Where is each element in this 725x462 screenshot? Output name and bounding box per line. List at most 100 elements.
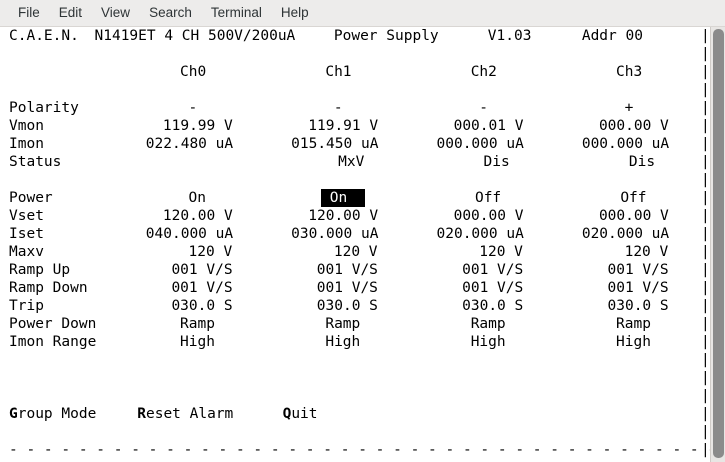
cell-status-ch1: MxV <box>338 154 365 170</box>
cell-iset-ch0[interactable]: 040.000 uA <box>145 226 234 242</box>
cell-power-ch3[interactable]: Off <box>620 190 647 206</box>
menu-bar: File Edit View Search Terminal Help <box>0 0 725 27</box>
cell-imon-range-ch3[interactable]: High <box>616 334 651 350</box>
cell-vmon-ch3[interactable]: 000.00 V <box>598 118 669 134</box>
cell-imon-ch3[interactable]: 000.000 uA <box>581 136 670 152</box>
terminal-right-border: | <box>701 82 710 98</box>
cell-ramp-up-ch0[interactable]: 001 V/S <box>171 262 233 278</box>
menu-view[interactable]: View <box>101 4 131 20</box>
cell-imon-ch0[interactable]: 022.480 uA <box>145 136 234 152</box>
cell-ramp-up-ch3[interactable]: 001 V/S <box>607 262 669 278</box>
monitor-row-polarity: Polarity---+ <box>0 99 710 117</box>
cell-maxv-ch2[interactable]: 120 V <box>479 244 523 260</box>
setting-row-ramp-up: Ramp Up 001 V/S 001 V/S 001 V/S 001 V/S <box>0 261 710 279</box>
cell-imon-range-ch2[interactable]: High <box>470 334 506 350</box>
cell-iset-ch1[interactable]: 030.000 uA <box>291 226 379 242</box>
cell-ramp-up-ch1[interactable]: 001 V/S <box>316 262 378 278</box>
cell-power-ch1[interactable]: On <box>321 189 365 207</box>
menu-file[interactable]: File <box>18 4 40 20</box>
cell-polarity-ch0[interactable]: - <box>188 100 198 116</box>
cell-power-ch1-value: On <box>329 190 348 206</box>
command-reset-alarm[interactable]: Reset Alarm <box>137 405 233 423</box>
terminal-right-border: | <box>701 64 710 80</box>
terminal-right-border: | <box>701 190 710 206</box>
cell-imon-ch1[interactable]: 015.450 uA <box>291 136 379 152</box>
cell-trip-ch3[interactable]: 030.0 S <box>607 298 669 314</box>
cell-power-ch2[interactable]: Off <box>474 190 502 206</box>
setting-row-power-down: Power Down Ramp Ramp Ramp Ramp <box>0 315 710 333</box>
terminal-right-border: | <box>701 118 710 134</box>
terminal-right-border: | <box>701 28 710 44</box>
command-quit[interactable]: Quit <box>283 405 318 423</box>
cell-power-down-ch0[interactable]: Ramp <box>180 316 215 332</box>
menu-terminal[interactable]: Terminal <box>210 4 262 20</box>
row-label-iset: Iset <box>9 226 44 242</box>
terminal-right-border: | <box>701 334 710 350</box>
separator-line: - - - - - - - - - - - - - - - - - - - - … <box>0 441 710 459</box>
cell-maxv-ch0[interactable]: 120 V <box>188 244 233 260</box>
command-bar: Group Mode Reset Alarm Quit <box>0 405 710 423</box>
channel-header-ch2: Ch2 <box>470 64 497 80</box>
terminal-right-border: | <box>701 244 710 260</box>
cell-ramp-down-ch2[interactable]: 001 V/S <box>462 280 524 296</box>
cell-trip-ch1[interactable]: 030.0 S <box>316 298 378 314</box>
cell-trip-ch2[interactable]: 030.0 S <box>462 298 524 314</box>
terminal-right-border: | <box>701 154 710 170</box>
cell-power-down-ch1[interactable]: Ramp <box>325 316 361 332</box>
header-device: Power Supply <box>333 28 439 44</box>
cell-vmon-ch2[interactable]: 000.01 V <box>453 118 524 134</box>
cell-imon-ch2[interactable]: 000.000 uA <box>436 136 524 152</box>
row-label-ramp-down: Ramp Down <box>9 280 88 296</box>
cell-trip-ch0[interactable]: 030.0 S <box>171 298 233 314</box>
cell-ramp-up-ch2[interactable]: 001 V/S <box>462 262 524 278</box>
cell-vset-ch1[interactable]: 120.00 V <box>308 208 379 224</box>
menu-search[interactable]: Search <box>149 4 192 20</box>
row-label-status: Status <box>9 154 62 170</box>
cell-iset-ch3[interactable]: 020.000 uA <box>581 226 670 242</box>
cell-vmon-ch1[interactable]: 119.91 V <box>308 118 379 134</box>
row-label-ramp-up: Ramp Up <box>9 262 71 278</box>
cell-ramp-down-ch1[interactable]: 001 V/S <box>316 280 378 296</box>
menu-help[interactable]: Help <box>280 4 309 20</box>
cell-power-down-ch3[interactable]: Ramp <box>616 316 651 332</box>
vertical-scrollbar[interactable] <box>710 27 725 462</box>
cell-ramp-down-ch3[interactable]: 001 V/S <box>607 280 669 296</box>
terminal-right-border: | <box>701 100 710 116</box>
command-group-mode[interactable]: Group Mode <box>9 405 96 423</box>
cell-vmon-ch0[interactable]: 119.99 V <box>162 118 233 134</box>
cell-polarity-ch1[interactable]: - <box>333 100 343 116</box>
command-reset-alarm-hotkey: R <box>137 406 146 422</box>
cell-vset-ch0[interactable]: 120.00 V <box>162 208 233 224</box>
setting-row-ramp-down: Ramp Down 001 V/S 001 V/S 001 V/S 001 V/S <box>0 279 710 297</box>
channel-header-ch3: Ch3 <box>616 64 643 80</box>
cell-ramp-down-ch0[interactable]: 001 V/S <box>171 280 233 296</box>
row-label-power-down: Power Down <box>9 316 97 332</box>
channel-header-ch0: Ch0 <box>180 64 207 80</box>
cell-vset-ch3[interactable]: 000.00 V <box>598 208 669 224</box>
cell-power-down-ch2[interactable]: Ramp <box>470 316 506 332</box>
menu-edit[interactable]: Edit <box>58 4 83 20</box>
terminal-right-border: | <box>701 442 710 458</box>
cell-maxv-ch1[interactable]: 120 V <box>333 244 378 260</box>
cell-polarity-ch2[interactable]: - <box>479 100 488 116</box>
cell-imon-range-ch0[interactable]: High <box>180 334 215 350</box>
cell-vset-ch2[interactable]: 000.00 V <box>453 208 524 224</box>
cell-power-ch0[interactable]: On <box>188 190 207 206</box>
scrollbar-thumb[interactable] <box>713 29 724 458</box>
cell-imon-range-ch1[interactable]: High <box>325 334 361 350</box>
header-version: V1.03 <box>487 28 532 44</box>
terminal-right-border: | <box>701 262 710 278</box>
row-label-imon: Imon <box>9 136 44 152</box>
cell-polarity-ch3[interactable]: + <box>624 100 634 116</box>
row-label-trip: Trip <box>9 298 44 314</box>
cell-iset-ch2[interactable]: 020.000 uA <box>436 226 524 242</box>
cell-maxv-ch3[interactable]: 120 V <box>624 244 669 260</box>
command-group-mode-label: roup Mode <box>17 406 97 422</box>
command-reset-alarm-label: eset Alarm <box>145 406 234 422</box>
